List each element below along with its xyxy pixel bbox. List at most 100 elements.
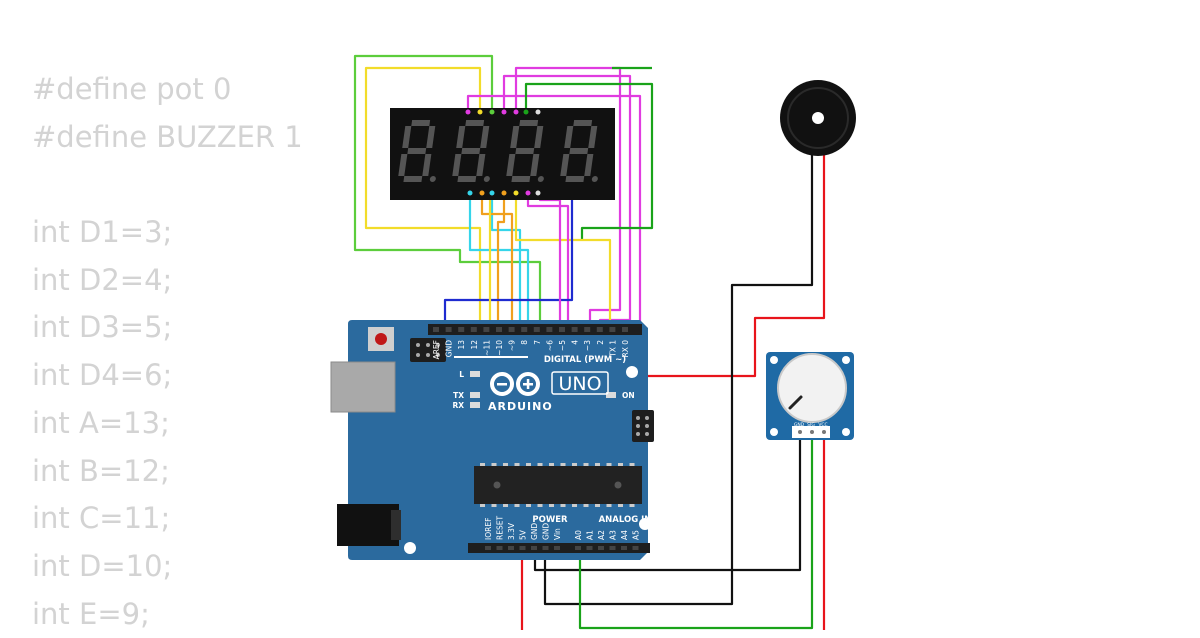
segment [534,126,544,148]
potentiometer: GND SIG VCC [766,352,854,440]
segment [422,154,432,176]
chip-pin [629,463,635,466]
wire-buzzer-black [543,150,814,606]
header-pin [554,546,560,550]
header-pin [609,327,616,332]
power-pin-label: RESET [496,516,505,540]
led-l-label: L [459,370,464,379]
segment [476,154,486,176]
header-pin [519,546,526,550]
buzzer [780,80,856,156]
segment [564,126,574,148]
digital-pin-label: ~10 [495,340,504,356]
header-pin [483,327,490,332]
chip-pin [618,504,623,507]
digital-header-pins [433,327,628,332]
wire-orange-1 [480,190,514,330]
code-line: int D1=3; [32,215,173,250]
code-line: int B=12; [32,453,170,488]
header-pin [559,327,565,332]
wire-yellow-2 [514,190,612,330]
segment [530,154,540,176]
pot-knob[interactable] [777,353,847,423]
segment [407,148,427,154]
pot-indicator [788,395,803,410]
arduino-model: UNO [558,373,601,395]
header-pin [470,327,477,332]
chip-pin [503,504,508,507]
decimal-point [537,176,544,182]
pot-pin-label-vcc: VCC [818,422,827,428]
wire-pot-green [578,432,814,630]
wire-yellow-loop [364,66,482,330]
led-tx-label: TX [453,391,464,400]
chip-pin [503,463,508,466]
digital-pin-label: RX 0 [621,340,630,358]
digital-pin-label: 12 [470,340,479,350]
power-pin-label: 5V [519,529,528,540]
header-pin [508,327,515,332]
segment [588,126,598,148]
pot-pin-label-gnd: GND [794,422,805,428]
chip-pin [572,463,577,466]
analog-pin-label: A0 [574,530,583,540]
header-pin [584,327,591,332]
header-pin [598,546,604,550]
chip-pin [537,463,543,466]
chip-pin [618,463,623,466]
chip-pin [549,463,554,466]
chip-pin [572,504,577,507]
digital-pin-label: AREF [432,340,441,359]
analog-header-label: ANALOG IN [599,515,652,525]
chip-pin [606,463,612,466]
code-line: int E=9; [32,596,150,631]
digital-pin-label: ~3 [583,340,592,351]
header-pin [496,327,502,332]
digital-pin-label: ~6 [545,340,554,351]
led-rx-label: RX [452,401,464,410]
segment [565,176,585,182]
segment [456,126,466,148]
code-line: #define BUZZER 1 [32,119,303,154]
wire-orange-2 [496,190,506,330]
segment [584,154,594,176]
power-pin-label: GND [542,523,551,540]
wire-lime-loop [353,54,542,330]
wire-cyan-2 [490,190,522,330]
header-pin [445,327,452,332]
arduino-logo [490,372,540,396]
header-pin [621,546,627,550]
wire-buzzer-red [623,150,826,378]
decimal-point [591,176,598,182]
atmega-chip [474,466,642,504]
segment [560,154,570,176]
buzzer-center [812,112,824,124]
digital-pin-label: 4 [571,340,580,345]
chip-pin [491,504,497,507]
wire-green-top [524,82,654,240]
power-pin-label: IOREF [484,518,493,540]
digital-header-label: DIGITAL (PWM ~) [544,355,626,365]
digit [560,120,598,182]
segment [403,176,423,182]
digital-pin-label: ~9 [508,340,517,351]
display-bottom-pins [467,190,541,196]
segment [465,120,485,126]
led-on-label: ON [622,391,635,400]
header-pin [531,546,537,550]
digital-pin-label: 2 [596,340,605,345]
usb-port [330,361,396,413]
display-digits [398,120,598,182]
digital-pin-label: 8 [520,340,529,345]
chip-pin [480,463,485,466]
code-line: int A=13; [32,405,170,440]
analog-pin-label: A4 [620,530,629,540]
header-pin [575,546,581,550]
header-pin [596,327,603,332]
segment [569,148,589,154]
header-pin [458,327,465,332]
